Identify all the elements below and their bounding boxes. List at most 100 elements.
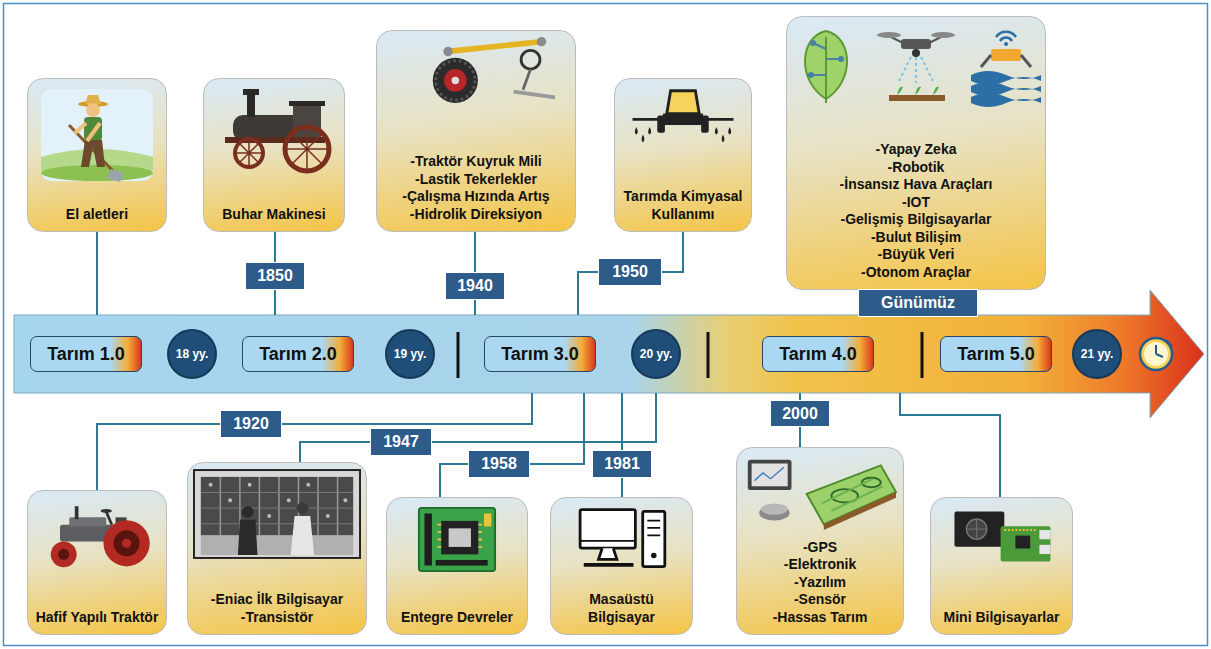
- tractor-illustration-part: [114, 530, 140, 556]
- node-text: -GPS: [743, 539, 897, 557]
- node-text: -Bulut Bilişim: [793, 229, 1039, 247]
- desktop-computer-icon: [556, 504, 688, 574]
- eniac-photo-part: [209, 483, 213, 487]
- smart-farming-icons-part: [889, 95, 945, 101]
- clock-icon-part: [1140, 338, 1172, 370]
- tractor-parts-illustration-part: [443, 46, 453, 56]
- eniac-photo-part: [267, 514, 271, 518]
- eniac-photo-part: [306, 483, 310, 487]
- farmer-illustration-part: [75, 123, 86, 133]
- era-box: Tarım 2.0: [242, 336, 354, 372]
- leader-line-part: [621, 393, 623, 450]
- smart-farming-icons-part: [897, 87, 939, 95]
- tractor-illustration: [32, 497, 162, 571]
- smart-farming-icons-part: [810, 40, 816, 46]
- image-card: Tarımda Kimyasal Kullanımı: [614, 78, 752, 232]
- node-text: Tarım 5.0: [957, 344, 1035, 365]
- mini-computers-icon-part: [967, 520, 985, 538]
- mini-computers-icon-part: [1039, 545, 1050, 554]
- tractor-parts-illustration-part: [436, 61, 475, 100]
- clock-icon-part: [1155, 345, 1157, 354]
- year-tag: 1920: [220, 410, 282, 438]
- eniac-photo: [193, 469, 361, 559]
- node-text: Tarım 2.0: [259, 344, 337, 365]
- mini-computers-icon-part: [1004, 529, 1035, 531]
- node-text: -Sensör: [743, 591, 897, 609]
- tractor-illustration-part: [51, 541, 77, 567]
- node-text: -Çalışma Hızında Artış: [383, 188, 569, 206]
- node-text: 1850: [257, 267, 293, 285]
- smart-farming-icons-part: [981, 55, 1031, 67]
- leader-line-part: [474, 300, 476, 315]
- node-text: Tarım 3.0: [501, 344, 579, 365]
- node-text: -Gelişmiş Bilgisayarlar: [793, 211, 1039, 229]
- node-text: Buhar Makinesi: [210, 206, 338, 224]
- node-text: 1958: [481, 455, 517, 473]
- tractor-parts-illustration-part: [443, 37, 547, 57]
- leader-line-part: [799, 393, 801, 400]
- era-separator: [458, 332, 922, 378]
- node-text: Mini Bilgisayarlar: [937, 609, 1066, 627]
- smart-farming-icons-part: [971, 93, 1041, 107]
- tractor-illustration-part: [75, 506, 79, 519]
- farmer-illustration-part: [41, 165, 153, 181]
- image-card: Mini Bilgisayarlar: [930, 497, 1073, 635]
- node-text: -Elektronik: [743, 556, 897, 574]
- farmer-illustration-part: [86, 103, 100, 117]
- eniac-photo-part: [291, 516, 314, 555]
- sprayer-icon-part: [632, 118, 733, 121]
- image-card: Buhar Makinesi: [203, 78, 345, 232]
- leader-line-part: [578, 272, 598, 315]
- connector-line: [474, 232, 476, 272]
- mini-computers-icon-part: [954, 512, 1004, 547]
- circuit-board-icon-part: [436, 560, 488, 566]
- connector-line: [662, 232, 683, 272]
- eniac-photo-part: [228, 498, 232, 502]
- node-text: -Traktör Kuyruk Mili: [383, 153, 569, 171]
- desktop-computer-icon-part: [642, 511, 664, 566]
- eniac-photo-part: [194, 470, 360, 558]
- mini-computers-icon-part: [1039, 530, 1050, 539]
- image-card: Entegre Devreler: [386, 497, 528, 635]
- tractor-parts-illustration-part: [536, 37, 546, 47]
- node-text: -Yazılım: [743, 574, 897, 592]
- tractor-illustration-part: [106, 512, 112, 525]
- smart-farming-icons-part: [877, 32, 901, 38]
- precision-farming-icon: [740, 454, 900, 530]
- desktop-computer-icon-part: [598, 548, 616, 559]
- tractor-illustration-part: [58, 549, 69, 560]
- node-text: 1940: [457, 277, 493, 295]
- mini-computers-icon-part: [1015, 536, 1030, 549]
- mini-computers-icon-part: [966, 519, 986, 539]
- smart-farming-icons-part: [901, 39, 931, 49]
- precision-farming-icon-part: [748, 460, 792, 490]
- eniac-photo-part: [343, 498, 347, 502]
- steam-engine-illustration-part: [285, 127, 329, 171]
- tractor-illustration-part: [122, 539, 131, 548]
- tractor-parts-illustration-part: [444, 69, 467, 92]
- eniac-photo-part: [242, 506, 254, 518]
- connector-line: [621, 478, 623, 497]
- node-text: Entegre Devreler: [393, 609, 521, 627]
- node-text: -Otonom Araçlar: [793, 264, 1039, 282]
- era-separator-part: [457, 332, 460, 378]
- node-text: -Büyük Veri: [793, 246, 1039, 264]
- era-box: Tarım 5.0: [940, 336, 1052, 372]
- steam-engine-illustration-part: [289, 101, 325, 106]
- eniac-photo-part: [220, 477, 337, 536]
- sprayer-icon-part: [635, 127, 731, 142]
- century-circle: 19 yy.: [385, 329, 435, 379]
- node-text: 1920: [233, 415, 269, 433]
- tractor-parts-illustration: [382, 37, 570, 105]
- image-card: -Eniac İlk Bilgisayar-Transistör: [187, 462, 367, 635]
- century-circle: 18 yy.: [167, 329, 217, 379]
- year-tag: 1958: [468, 450, 530, 478]
- steam-engine-illustration: [203, 85, 345, 175]
- year-tag: 2000: [770, 400, 830, 427]
- connector-line: [300, 442, 370, 462]
- connector-line: [274, 232, 276, 262]
- circuit-board-icon-part: [484, 513, 491, 526]
- node-text: -Eniac İlk Bilgisayar: [194, 591, 360, 609]
- tractor-parts-illustration-part: [514, 92, 555, 98]
